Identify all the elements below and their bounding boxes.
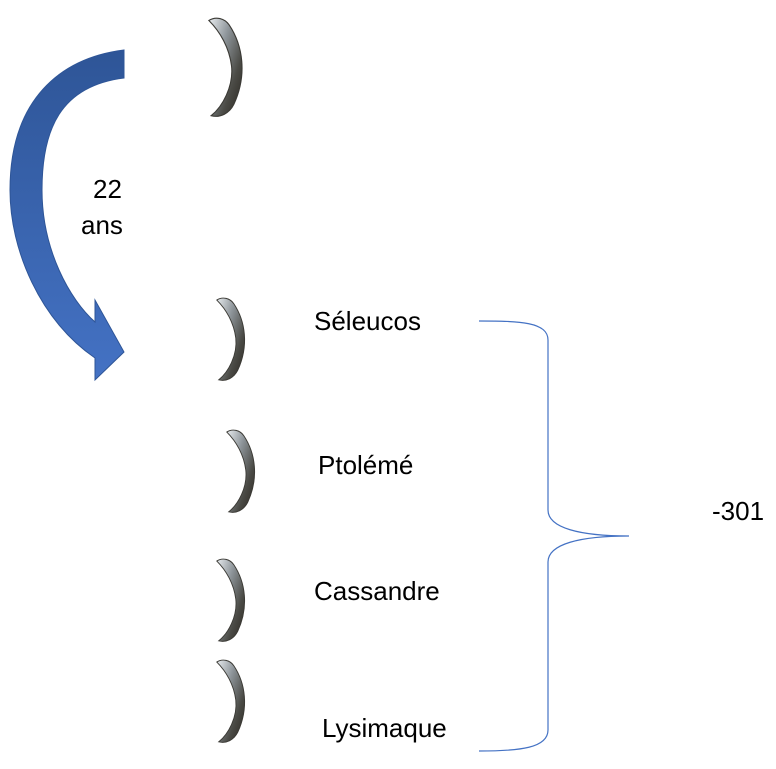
horn-icon <box>226 429 256 513</box>
horn-icon <box>216 659 246 743</box>
duration-unit: ans <box>81 210 123 240</box>
name-lysimaque: Lysimaque <box>322 713 447 743</box>
time-arrow <box>9 49 125 382</box>
name-ptoleme: Ptolémé <box>318 450 414 480</box>
horn-icon <box>216 558 246 642</box>
name-seleucos: Séleucos <box>314 306 421 336</box>
horn-icon <box>208 17 243 117</box>
duration-number: 22 <box>93 174 122 204</box>
group-brace <box>478 320 630 752</box>
year-label: -301 <box>712 496 765 526</box>
horn-icon <box>216 297 246 381</box>
name-cassandre: Cassandre <box>314 576 440 606</box>
